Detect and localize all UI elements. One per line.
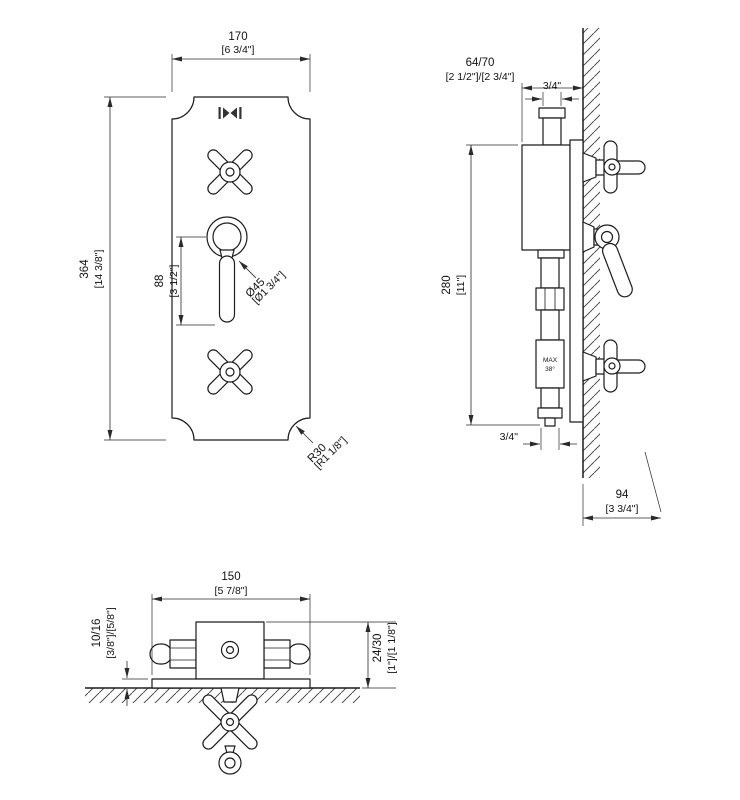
front-thermostat-dial <box>206 216 248 323</box>
side-top-cross-handle <box>582 140 646 194</box>
dim-front-lever: 88 [3 1/2"] <box>154 236 215 326</box>
dim-text-in: [14 3/8"] <box>93 250 105 289</box>
dim-text-mm: 94 <box>616 489 629 501</box>
dim-front-height: 364 [14 3/8"] <box>79 96 166 441</box>
dim-text-in: 3/4" <box>500 431 519 443</box>
dim-side-depth: 64/70 [2 1/2"]/[2 3/4"] <box>446 57 583 142</box>
dim-text-in: [3/8"]/[5/8"] <box>105 607 117 658</box>
dim-text-in: [11"] <box>455 275 467 296</box>
dim-bottom-plate-thickness: 10/16 [3/8"]/[5/8"] <box>91 607 148 706</box>
front-view: 170 [6 3/4"] 364 [14 3/8"] 88 [3 1/2"] Ø… <box>79 31 349 472</box>
side-lever-handle <box>582 221 633 298</box>
side-bottom-cross-handle <box>582 339 646 393</box>
dim-text-in: [3 3/4"] <box>606 503 639 515</box>
dim-bottom-projection: 24/30 [1"]/[1 1/8"] <box>266 621 398 689</box>
lever-handle <box>218 255 236 323</box>
dim-text-in: [2 1/2"]/[2 3/4"] <box>446 71 515 83</box>
cartridge-label: 38° <box>545 365 555 373</box>
thermostatic-cartridge <box>535 339 565 389</box>
dim-text-mm: 170 <box>228 31 247 43</box>
bottom-view: 150 [5 7/8"] 10/16 [3/8"]/[5/8"] 24/30 [… <box>85 571 398 775</box>
dim-side-height: 280 [11"] <box>441 144 540 426</box>
dim-text-mm: 10/16 <box>91 619 103 648</box>
front-bottom-cross-handle <box>207 349 253 395</box>
front-top-cross-handle <box>207 149 253 195</box>
dim-text-mm: 64/70 <box>466 57 495 69</box>
dim-text-in: [6 3/4"] <box>222 44 255 56</box>
dim-front-width: 170 [6 3/4"] <box>171 31 311 92</box>
dim-text-mm: 150 <box>221 571 240 583</box>
dim-bottom-width: 150 [5 7/8"] <box>151 571 311 675</box>
ext-line <box>644 451 662 513</box>
side-view: MAX 38° <box>441 28 662 526</box>
dim-text-mm: 88 <box>154 275 166 288</box>
dim-text-in: [3 1/2"] <box>168 264 180 297</box>
bottom-wall-plate <box>151 678 311 689</box>
dim-front-radius: R30 [R1 1/8"] <box>295 425 349 472</box>
brand-logo-icon <box>218 107 242 119</box>
bottom-valve-body <box>149 621 311 680</box>
bottom-cross-handle-endview <box>202 687 258 750</box>
dim-text-mm: 364 <box>79 259 91 279</box>
dim-side-projection: 94 [3 3/4"] <box>582 451 662 526</box>
cartridge-label: MAX <box>543 357 558 364</box>
dim-side-inlet-top: 3/4" <box>525 80 579 106</box>
dim-text-mm: 280 <box>441 275 453 294</box>
dim-text-in: 3/4" <box>543 80 562 92</box>
leader-line <box>238 260 257 279</box>
bottom-lever-endview <box>218 745 242 775</box>
dim-text-in: [5 7/8"] <box>215 585 248 597</box>
leader-line <box>295 425 314 444</box>
side-wall-plate <box>569 139 584 423</box>
dim-side-inlet-bottom: 3/4" <box>500 428 577 450</box>
side-concealed-valve-body: MAX 38° <box>521 107 571 427</box>
dim-text-in: [1"]/[1 1/8"] <box>386 622 398 673</box>
wall-hatch <box>583 28 600 478</box>
dim-text-mm: 24/30 <box>372 634 384 663</box>
